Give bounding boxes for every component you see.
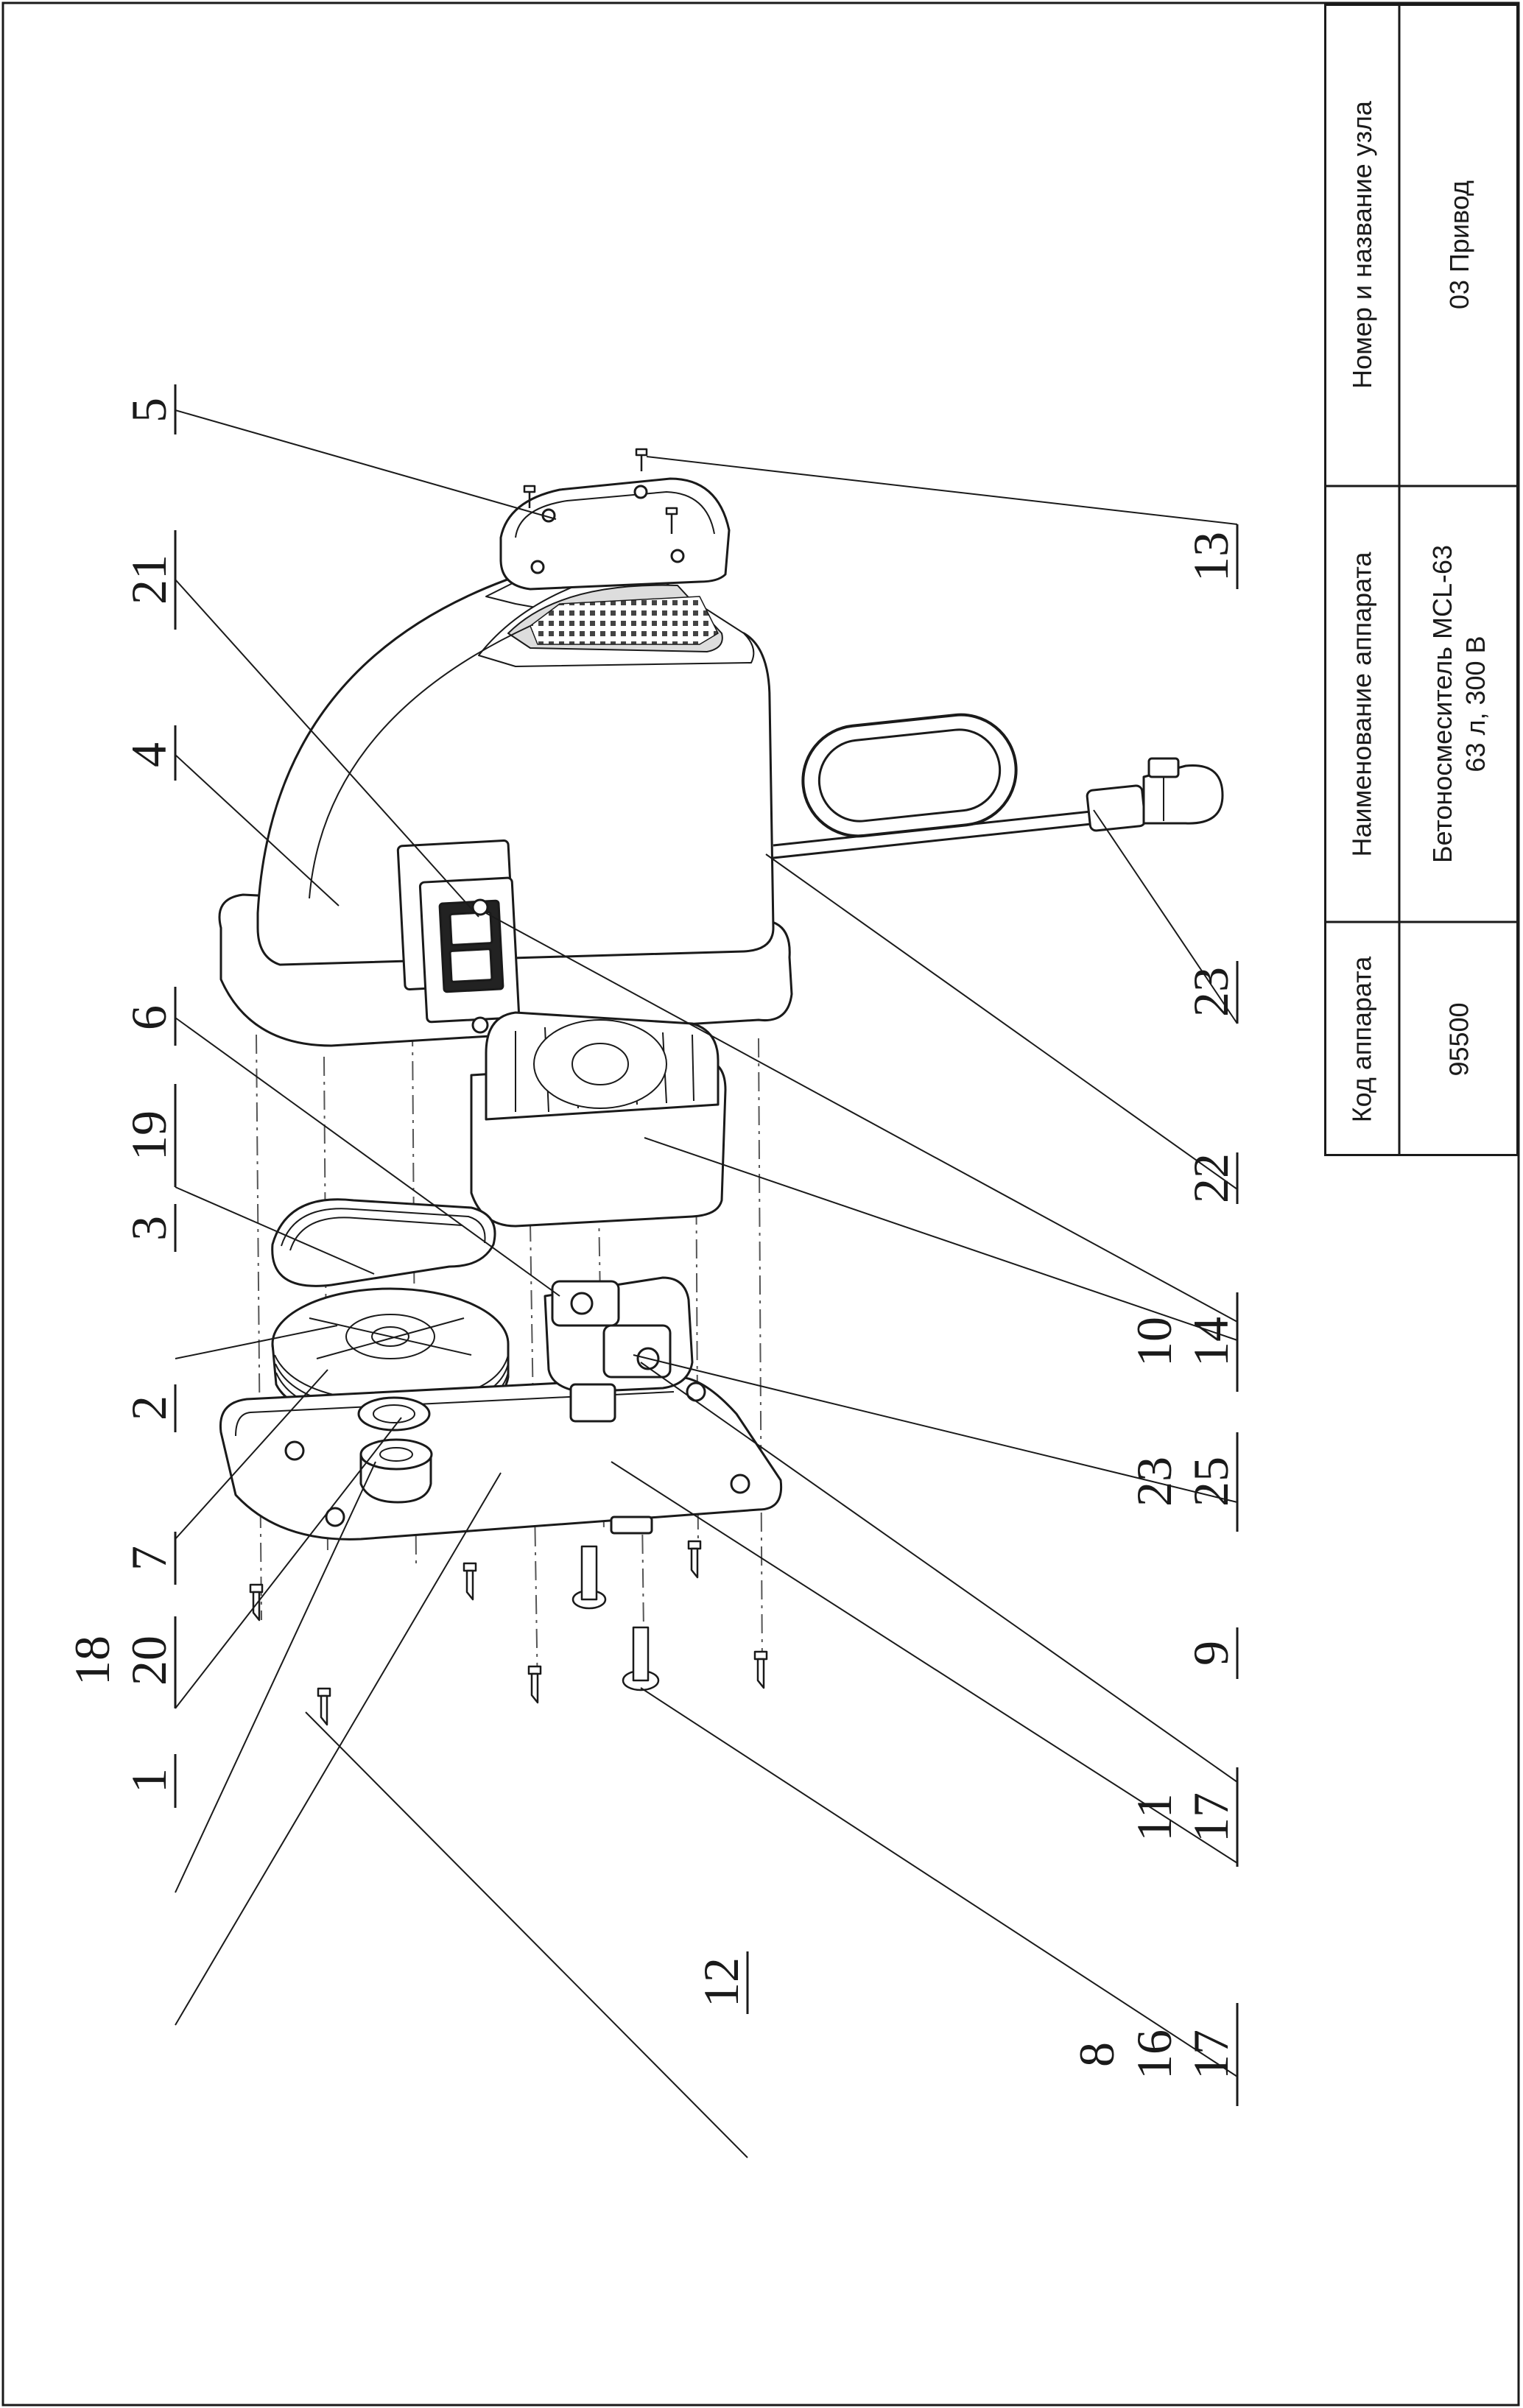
cover-screw xyxy=(523,485,536,508)
code-header: Код аппарата xyxy=(1346,956,1377,1122)
screw xyxy=(462,1562,477,1601)
code-value: 95500 xyxy=(1443,1001,1474,1077)
callout-18: 18 xyxy=(64,1636,120,1686)
screw xyxy=(753,1650,768,1689)
callout-6: 6 xyxy=(121,1005,177,1030)
callout-2: 2 xyxy=(121,1395,177,1420)
callout-20: 20 xyxy=(121,1636,177,1686)
node-header-cell: Номер и название узла xyxy=(1324,4,1399,486)
fasteners xyxy=(249,448,768,1726)
screw xyxy=(527,1665,542,1704)
callout-16: 16 xyxy=(1126,2029,1182,2080)
callout-25: 25 xyxy=(1183,1457,1239,1507)
screw xyxy=(249,1583,264,1622)
callout-10: 10 xyxy=(1126,1317,1182,1367)
callout-23: 23 xyxy=(1126,1457,1182,1507)
name-value-line1: Бетоносмеситель MCL-63 xyxy=(1427,544,1457,864)
cover-screw xyxy=(665,507,678,534)
title-block: Номер и название узла 03 Привод Наименов… xyxy=(1324,4,1519,1156)
callout-19: 19 xyxy=(121,1110,177,1161)
code-header-cell: Код аппарата xyxy=(1324,922,1399,1156)
electric-plug xyxy=(1086,757,1224,832)
callout-11: 11 xyxy=(1126,1793,1182,1841)
name-value: Бетоносмеситель MCL-63 63 л, 300 В xyxy=(1426,545,1492,863)
callout-bars xyxy=(174,384,1239,2106)
callout-17: 17 xyxy=(1183,2029,1239,2080)
name-value-line2: 63 л, 300 В xyxy=(1460,636,1491,772)
drive-belt xyxy=(271,1198,496,1287)
node-header: Номер и название узла xyxy=(1346,101,1377,389)
callout-9: 9 xyxy=(1183,1641,1239,1666)
callout-numbers: 5 21 4 6 19 3 2 7 18 20 1 12 8 16 17 11 … xyxy=(64,398,1239,2080)
callout-12: 12 xyxy=(693,1957,749,2007)
tensioner-bracket xyxy=(544,1276,694,1423)
power-switch xyxy=(396,839,521,1034)
callout-8: 8 xyxy=(1069,2042,1125,2067)
callout-4: 4 xyxy=(121,742,177,767)
transport-handle xyxy=(773,713,1105,859)
node-value: 03 Привод xyxy=(1443,180,1474,310)
cover-screw xyxy=(635,448,648,471)
callout-1: 1 xyxy=(121,1768,177,1793)
callout-21: 21 xyxy=(121,555,177,605)
callout-7: 7 xyxy=(121,1546,177,1571)
callout-23: 23 xyxy=(1183,967,1239,1017)
bolt xyxy=(571,1545,607,1610)
bolt xyxy=(622,1626,660,1691)
callout-13: 13 xyxy=(1183,532,1239,582)
name-header-cell: Наименование аппарата xyxy=(1324,486,1399,922)
leader-lines xyxy=(175,409,1238,2158)
electric-motor xyxy=(470,1011,727,1228)
screw xyxy=(317,1687,331,1726)
callout-14: 14 xyxy=(1183,1317,1239,1367)
end-cover xyxy=(499,477,731,591)
callout-5: 5 xyxy=(121,398,177,423)
callout-3: 3 xyxy=(121,1216,177,1241)
exploded-view-drawing xyxy=(218,448,1224,1726)
name-value-cell: Бетоносмеситель MCL-63 63 л, 300 В xyxy=(1399,486,1519,922)
bearing-assembly xyxy=(357,1396,433,1504)
name-header: Наименование аппарата xyxy=(1346,552,1377,856)
node-value-cell: 03 Привод xyxy=(1399,4,1519,486)
screw xyxy=(687,1540,702,1579)
callout-17: 17 xyxy=(1183,1792,1239,1842)
code-value-cell: 95500 xyxy=(1399,922,1519,1156)
callout-22: 22 xyxy=(1183,1153,1239,1203)
